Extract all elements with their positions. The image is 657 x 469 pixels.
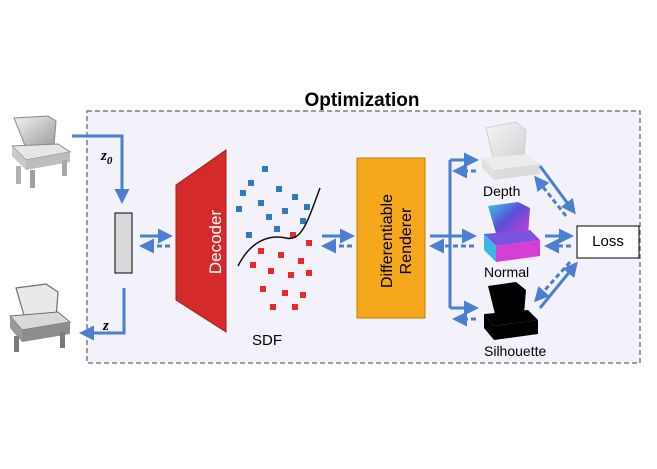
sdf-outside-point <box>274 226 280 232</box>
sdf-outside-point <box>300 218 306 224</box>
silhouette-chair-icon <box>484 282 538 340</box>
sdf-point-cloud <box>236 166 312 310</box>
decoder-block <box>175 149 227 333</box>
sdf-inside-point <box>268 268 274 274</box>
sdf-outside-point <box>292 194 298 200</box>
sdf-inside-point <box>288 272 294 278</box>
sdf-inside-point <box>258 248 264 254</box>
silhouette-label: Silhouette <box>484 343 547 359</box>
final-chair-icon <box>8 283 72 352</box>
sdf-outside-point <box>240 190 246 196</box>
sdf-outside-point <box>262 166 268 172</box>
latent-code-box <box>114 212 133 274</box>
sdf-inside-point <box>290 232 296 238</box>
sdf-inside-point <box>270 304 276 310</box>
depth-label: Depth <box>483 183 521 199</box>
normal-label: Normal <box>484 264 530 280</box>
renderer-label: Differentiable Renderer <box>378 191 416 291</box>
sdf-inside-point <box>306 270 312 276</box>
loss-to-depth-gradient-arrow <box>534 175 568 217</box>
loss-label: Loss <box>592 233 624 250</box>
sdf-outside-point <box>282 208 288 214</box>
sdf-inside-point <box>300 292 306 298</box>
decoder-label: Decoder <box>206 209 225 275</box>
sdf-outside-point <box>276 186 282 192</box>
sdf-outside-point <box>248 180 254 186</box>
final-latent-label: z <box>103 318 109 334</box>
sdf-outside-point <box>304 204 310 210</box>
sdf-inside-point <box>260 286 266 292</box>
sdf-label: SDF <box>252 332 282 349</box>
depth-to-loss-arrow <box>538 165 576 215</box>
initial-chair-icon <box>10 115 72 188</box>
renderer-label-line1: Differentiable <box>379 194 396 288</box>
sdf-outside-point <box>246 232 252 238</box>
sdf-boundary-curve <box>237 187 321 267</box>
differentiable-renderer-block <box>356 157 426 319</box>
sdf-inside-point <box>292 304 298 310</box>
diagram-title: Optimization <box>304 90 420 111</box>
sdf-outside-point <box>258 200 264 206</box>
initial-latent-label: z0 <box>101 148 113 167</box>
sdf-inside-point <box>278 252 284 258</box>
initial-latent-subscript: 0 <box>106 155 113 167</box>
sdf-inside-point <box>298 258 304 264</box>
sdf-inside-point <box>282 290 288 296</box>
sdf-outside-point <box>236 206 242 212</box>
sdf-inside-point <box>306 240 312 246</box>
renderer-label-line2: Renderer <box>398 207 415 275</box>
z0-arrow <box>72 134 130 204</box>
sdf-inside-point <box>250 262 256 268</box>
loss-to-silhouette-gradient-arrow <box>533 260 572 303</box>
normal-map-chair-icon <box>484 202 540 262</box>
z-arrow <box>79 288 126 341</box>
sdf-outside-point <box>266 214 272 220</box>
loss-box <box>576 225 640 259</box>
depth-map-chair-icon <box>482 121 540 180</box>
